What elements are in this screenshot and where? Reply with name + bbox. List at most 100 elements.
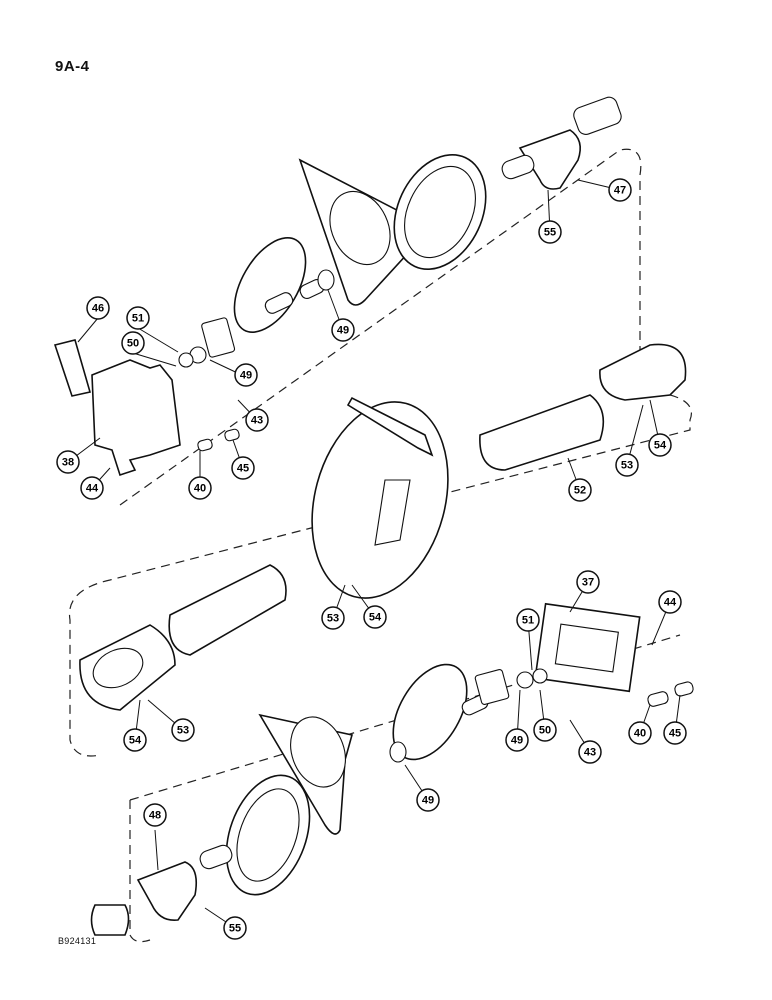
callout-circle <box>331 318 355 342</box>
callout-label: 54 <box>369 612 382 624</box>
upper-small-parts <box>178 269 335 452</box>
callout-circle <box>123 728 147 752</box>
callout-54: 54 <box>123 728 147 752</box>
lower-seal-ring <box>225 774 311 896</box>
callout-label: 37 <box>582 577 594 589</box>
callout-label: 53 <box>327 613 339 625</box>
center-arm <box>346 396 434 457</box>
callout-circle <box>80 476 104 500</box>
upper-seal-ring <box>393 153 487 271</box>
callout-circle <box>648 433 672 457</box>
callout-label: 40 <box>194 483 206 495</box>
callout-circle <box>576 570 600 594</box>
callout-circle <box>658 590 682 614</box>
callout-circle <box>234 363 258 387</box>
callout-label: 46 <box>92 303 104 315</box>
upper-gearbox <box>501 96 622 190</box>
callout-label: 52 <box>574 485 586 497</box>
lower-drive-housing <box>258 713 353 835</box>
callout-circle <box>663 721 687 745</box>
callout-label: 51 <box>132 313 144 325</box>
left-tube-assembly <box>79 564 287 711</box>
callout-55: 55 <box>223 916 247 940</box>
callout-53: 53 <box>615 453 639 477</box>
callout-53: 53 <box>321 606 345 630</box>
callout-43: 43 <box>245 408 269 432</box>
callout-label: 49 <box>422 795 434 807</box>
callout-44: 44 <box>80 476 104 500</box>
callout-label: 55 <box>544 227 556 239</box>
callout-55: 55 <box>538 220 562 244</box>
callout-45: 45 <box>231 456 255 480</box>
callout-label: 49 <box>337 325 349 337</box>
callout-label: 45 <box>237 463 249 475</box>
callout-49: 49 <box>234 363 258 387</box>
callout-circle <box>321 606 345 630</box>
callout-54: 54 <box>648 433 672 457</box>
callout-circle <box>363 605 387 629</box>
callout-label: 53 <box>177 725 189 737</box>
callout-label: 48 <box>149 810 161 822</box>
callout-48: 48 <box>143 803 167 827</box>
lower-small-parts <box>389 668 694 763</box>
callout-circle <box>538 220 562 244</box>
callout-49: 49 <box>416 788 440 812</box>
callout-label: 38 <box>62 457 74 469</box>
callout-54: 54 <box>363 605 387 629</box>
callout-circle <box>171 718 195 742</box>
upper-bracket <box>53 339 181 477</box>
callout-40: 40 <box>628 721 652 745</box>
right-tube-assembly <box>479 343 687 471</box>
callout-51: 51 <box>126 306 150 330</box>
callout-40: 40 <box>188 476 212 500</box>
callout-label: 50 <box>127 338 139 350</box>
callout-circle <box>121 331 145 355</box>
callout-circle <box>245 408 269 432</box>
callout-circle <box>143 803 167 827</box>
callout-label: 43 <box>584 747 596 759</box>
callout-label: 44 <box>664 597 677 609</box>
callout-38: 38 <box>56 450 80 474</box>
callout-53: 53 <box>171 718 195 742</box>
callout-44: 44 <box>658 590 682 614</box>
center-shield-disc <box>311 401 449 599</box>
callout-circle <box>608 178 632 202</box>
figure-code: B924131 <box>58 936 97 946</box>
callout-45: 45 <box>663 721 687 745</box>
callout-circle <box>56 450 80 474</box>
callout-label: 49 <box>511 735 523 747</box>
callout-47: 47 <box>608 178 632 202</box>
callout-label: 53 <box>621 460 633 472</box>
callout-label: 51 <box>522 615 534 627</box>
lower-gearbox <box>90 844 233 936</box>
callout-label: 44 <box>86 483 99 495</box>
callout-label: 40 <box>634 728 646 740</box>
callout-51: 51 <box>516 608 540 632</box>
callout-43: 43 <box>578 740 602 764</box>
callout-circle <box>505 728 529 752</box>
callout-50: 50 <box>533 718 557 742</box>
callout-circle <box>568 478 592 502</box>
callout-circle <box>533 718 557 742</box>
callout-circle <box>628 721 652 745</box>
page-number: 9A-4 <box>55 58 90 75</box>
lower-plate-37 <box>534 602 641 693</box>
callout-46: 46 <box>86 296 110 320</box>
upper-drive-plate <box>233 237 325 333</box>
callout-circle <box>126 306 150 330</box>
callout-label: 47 <box>614 185 626 197</box>
callout-circle <box>188 476 212 500</box>
callout-circle <box>578 740 602 764</box>
callout-label: 49 <box>240 370 252 382</box>
callout-circle <box>416 788 440 812</box>
callout-circle <box>516 608 540 632</box>
callout-label: 43 <box>251 415 263 427</box>
callout-label: 54 <box>129 735 142 747</box>
callout-50: 50 <box>121 331 145 355</box>
leader-lines <box>67 179 681 929</box>
lower-drive-plate <box>392 663 510 761</box>
callout-circle <box>223 916 247 940</box>
callout-label: 50 <box>539 725 551 737</box>
callout-label: 55 <box>229 923 241 935</box>
